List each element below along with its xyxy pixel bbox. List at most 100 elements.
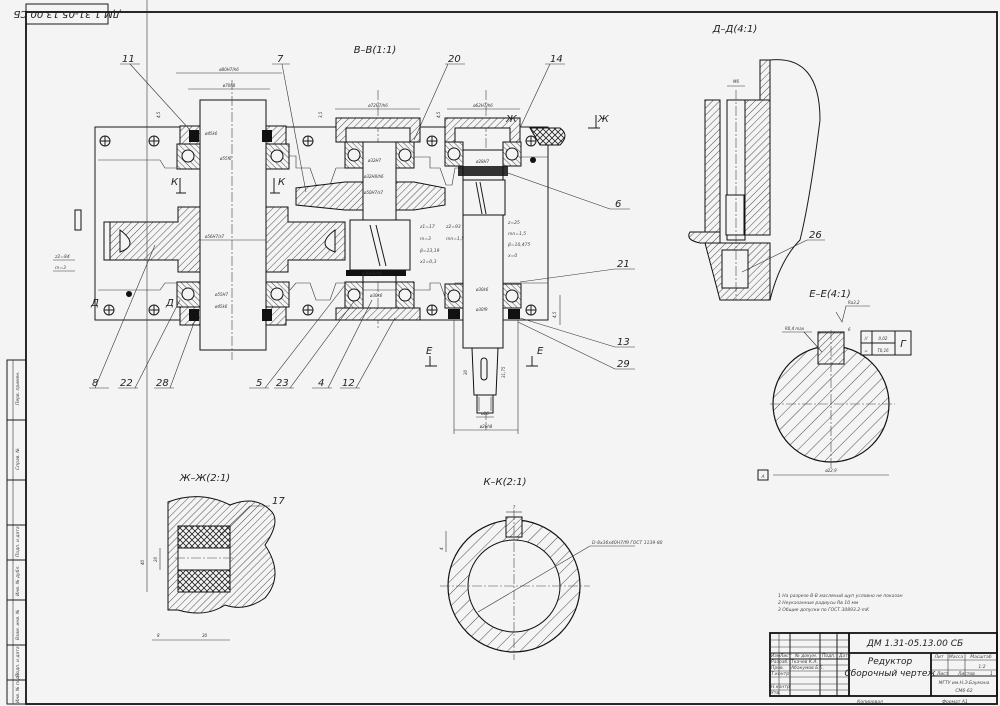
- tol-datum: Г: [900, 339, 907, 350]
- main-section-view: В–В(1:1): [53, 45, 635, 434]
- title-org-1: МГТУ им.Н.Э.Баумана: [939, 680, 990, 686]
- dim-bottom-mid-1: ø30H8/h6: [361, 271, 382, 276]
- dim-gap-top-2: 3,5: [318, 111, 323, 118]
- detail-e-view: Е–Е(4:1) 6 Ra3,2 R0,4 max ø22,9 А // 0,0…: [757, 289, 912, 481]
- mid-pinion: [349, 219, 411, 271]
- dim-gap-45: 4,5: [552, 311, 557, 318]
- dim-bottom-left-2: ø45k6: [214, 304, 228, 309]
- dim-k-width: 7: [513, 505, 516, 510]
- dim-bearing-1: ø45k6: [204, 131, 218, 136]
- callout-26: 26: [809, 230, 822, 241]
- dim-shaft-len-1: 30: [463, 369, 468, 375]
- dim-zh-h2: 20: [153, 556, 158, 562]
- technical-notes: 1 На разрезе В-В масляный щуп условно не…: [778, 593, 903, 613]
- side-stamp-orig: Инв. № подл.: [15, 672, 21, 703]
- oil-plug: [74, 209, 82, 231]
- dim-bottom-mid-2: ø30k6: [369, 293, 383, 298]
- title-name-2: Сборочный чертеж: [844, 669, 936, 679]
- section-mark-d-left: Д: [90, 298, 99, 309]
- dim-zh-w2: 30: [202, 633, 208, 638]
- title-scale: 1:2: [978, 664, 985, 670]
- dim-bottom-right-1: ø30k6: [475, 287, 489, 292]
- detail-e-title: Е–Е(4:1): [809, 289, 851, 300]
- tolerance-frame: // 0,02 = T0,16 Г: [860, 330, 912, 356]
- callout-23: 23: [276, 378, 289, 389]
- title-col-mass: Масса: [949, 654, 964, 660]
- section-marks: К К Д Д Е Е Ж Ж: [90, 114, 610, 367]
- callout-4: 4: [318, 378, 324, 389]
- callout-29: 29: [617, 359, 630, 370]
- tol-symbol-parallel: //: [864, 336, 868, 341]
- dim-bottom-left-1: ø55H7: [214, 292, 229, 297]
- rotated-designation: ДМ 1.31-05.13.00 СБ: [13, 8, 121, 19]
- section-mark-k-right: К: [278, 177, 286, 188]
- callout-8: 8: [92, 378, 98, 389]
- part-callouts: 11 7 20 14 6 21 13 29 8 22 28 5 23: [89, 54, 635, 389]
- gp-pin-0: z2=93: [445, 224, 461, 230]
- d-flange-right: [744, 99, 771, 236]
- gear-params: z2=84 m=3 z1=17 m=3 β=13,19 x1=0,3 z2=93…: [53, 220, 531, 272]
- gp-mid-3: x1=0,3: [419, 259, 437, 265]
- detail-d-view: Д–Д(4:1) М6 26: [688, 24, 825, 301]
- dim-k-height: 4: [439, 547, 444, 550]
- section-mark-zh-left: Ж: [505, 114, 518, 125]
- title-name-checker: Абакумов Б.Е.: [790, 665, 824, 671]
- callout-14: 14: [550, 54, 563, 65]
- dim-m6: М6: [733, 79, 739, 84]
- dim-right-2: ø30H8/h6: [469, 171, 490, 176]
- gp-right-3: x=0: [507, 253, 517, 259]
- title-sheet: Лист: [936, 671, 949, 677]
- dim-bottom-right-2: ø30f9: [475, 307, 488, 312]
- title-designation: ДМ 1.31-05.13.00 СБ: [866, 639, 963, 649]
- section-mark-e-left: Е: [426, 346, 433, 357]
- dipstick-seal: [529, 127, 566, 146]
- title-copied: Копировал: [857, 699, 883, 705]
- d-flange-left: [704, 99, 721, 236]
- title-row-date: Дата: [838, 653, 851, 659]
- gear-7: [295, 181, 364, 211]
- tol-value-1: 0,02: [879, 336, 888, 341]
- dim-right-1: ø28H7: [475, 159, 490, 164]
- gp-right-0: z=25: [507, 220, 520, 226]
- dim-gap-top-1: 4,5: [156, 111, 161, 118]
- sheet-frame: [6, 11, 998, 705]
- callout-17: 17: [272, 496, 285, 507]
- title-col-scale: Масштаб: [970, 654, 992, 660]
- section-mark-zh-right: Ж: [597, 114, 610, 125]
- gp-big-0: z2=84: [54, 254, 70, 260]
- dim-wheel-bore: ø56H7/s7: [204, 234, 225, 239]
- dim-radius: R0,4 max: [785, 326, 805, 331]
- dim-spline-spec: D-8x36x40H7/f9 ГОСТ 1139-80: [592, 540, 663, 546]
- title-role-approve: Утв.: [771, 690, 780, 696]
- main-section-title: В–В(1:1): [354, 45, 397, 56]
- dim-top-left-inner: ø70h8: [222, 83, 236, 88]
- callout-13: 13: [617, 337, 630, 348]
- title-row-doc: № докум.: [794, 653, 817, 659]
- callout-22: 22: [120, 378, 133, 389]
- callout-28: 28: [156, 378, 169, 389]
- dim-shaft-end-width: ø26h8: [479, 424, 493, 429]
- callout-21: 21: [617, 259, 630, 270]
- dim-top-left-outer: ø80H7/h6: [218, 67, 239, 72]
- title-role-ncontrol: Н.контр.: [771, 684, 791, 690]
- dimensions-top: ø80H7/h6 ø70h8 ø72H7/h6 ø62H7/h6 ø45k6 ø…: [176, 67, 520, 312]
- dim-mid-3: ø50H7/s7: [363, 190, 384, 195]
- note-1: 1 На разрезе В-В масляный щуп условно не…: [778, 593, 903, 599]
- note-2: 2 Неуказанные радиусы Rв 10 мм: [778, 600, 859, 606]
- datum-a: А: [760, 474, 764, 480]
- section-zh-title: Ж–Ж(2:1): [179, 473, 230, 484]
- dim-thread: ø16: [480, 411, 489, 416]
- detail-d-title: Д–Д(4:1): [712, 24, 758, 35]
- dim-top-mid: ø72H7/h6: [367, 103, 388, 108]
- gp-mid-1: m=3: [420, 236, 431, 242]
- title-sheets-count: 1: [990, 671, 993, 677]
- big-wheel-left: [109, 206, 201, 273]
- note-3: 3 Общие допуски по ГОСТ 30893.2-mK: [778, 607, 870, 613]
- side-stamp-sign-date: Подп. и дата: [15, 526, 21, 557]
- title-block: ДМ 1.31-05.13.00 СБ Редуктор Сборочный ч…: [769, 632, 998, 705]
- callout-20: 20: [448, 54, 461, 65]
- dim-shaft-len-2: 31,75: [501, 366, 506, 378]
- title-row-list: Лист: [779, 653, 792, 659]
- title-role-tcontrol: Т.контр.: [771, 671, 791, 677]
